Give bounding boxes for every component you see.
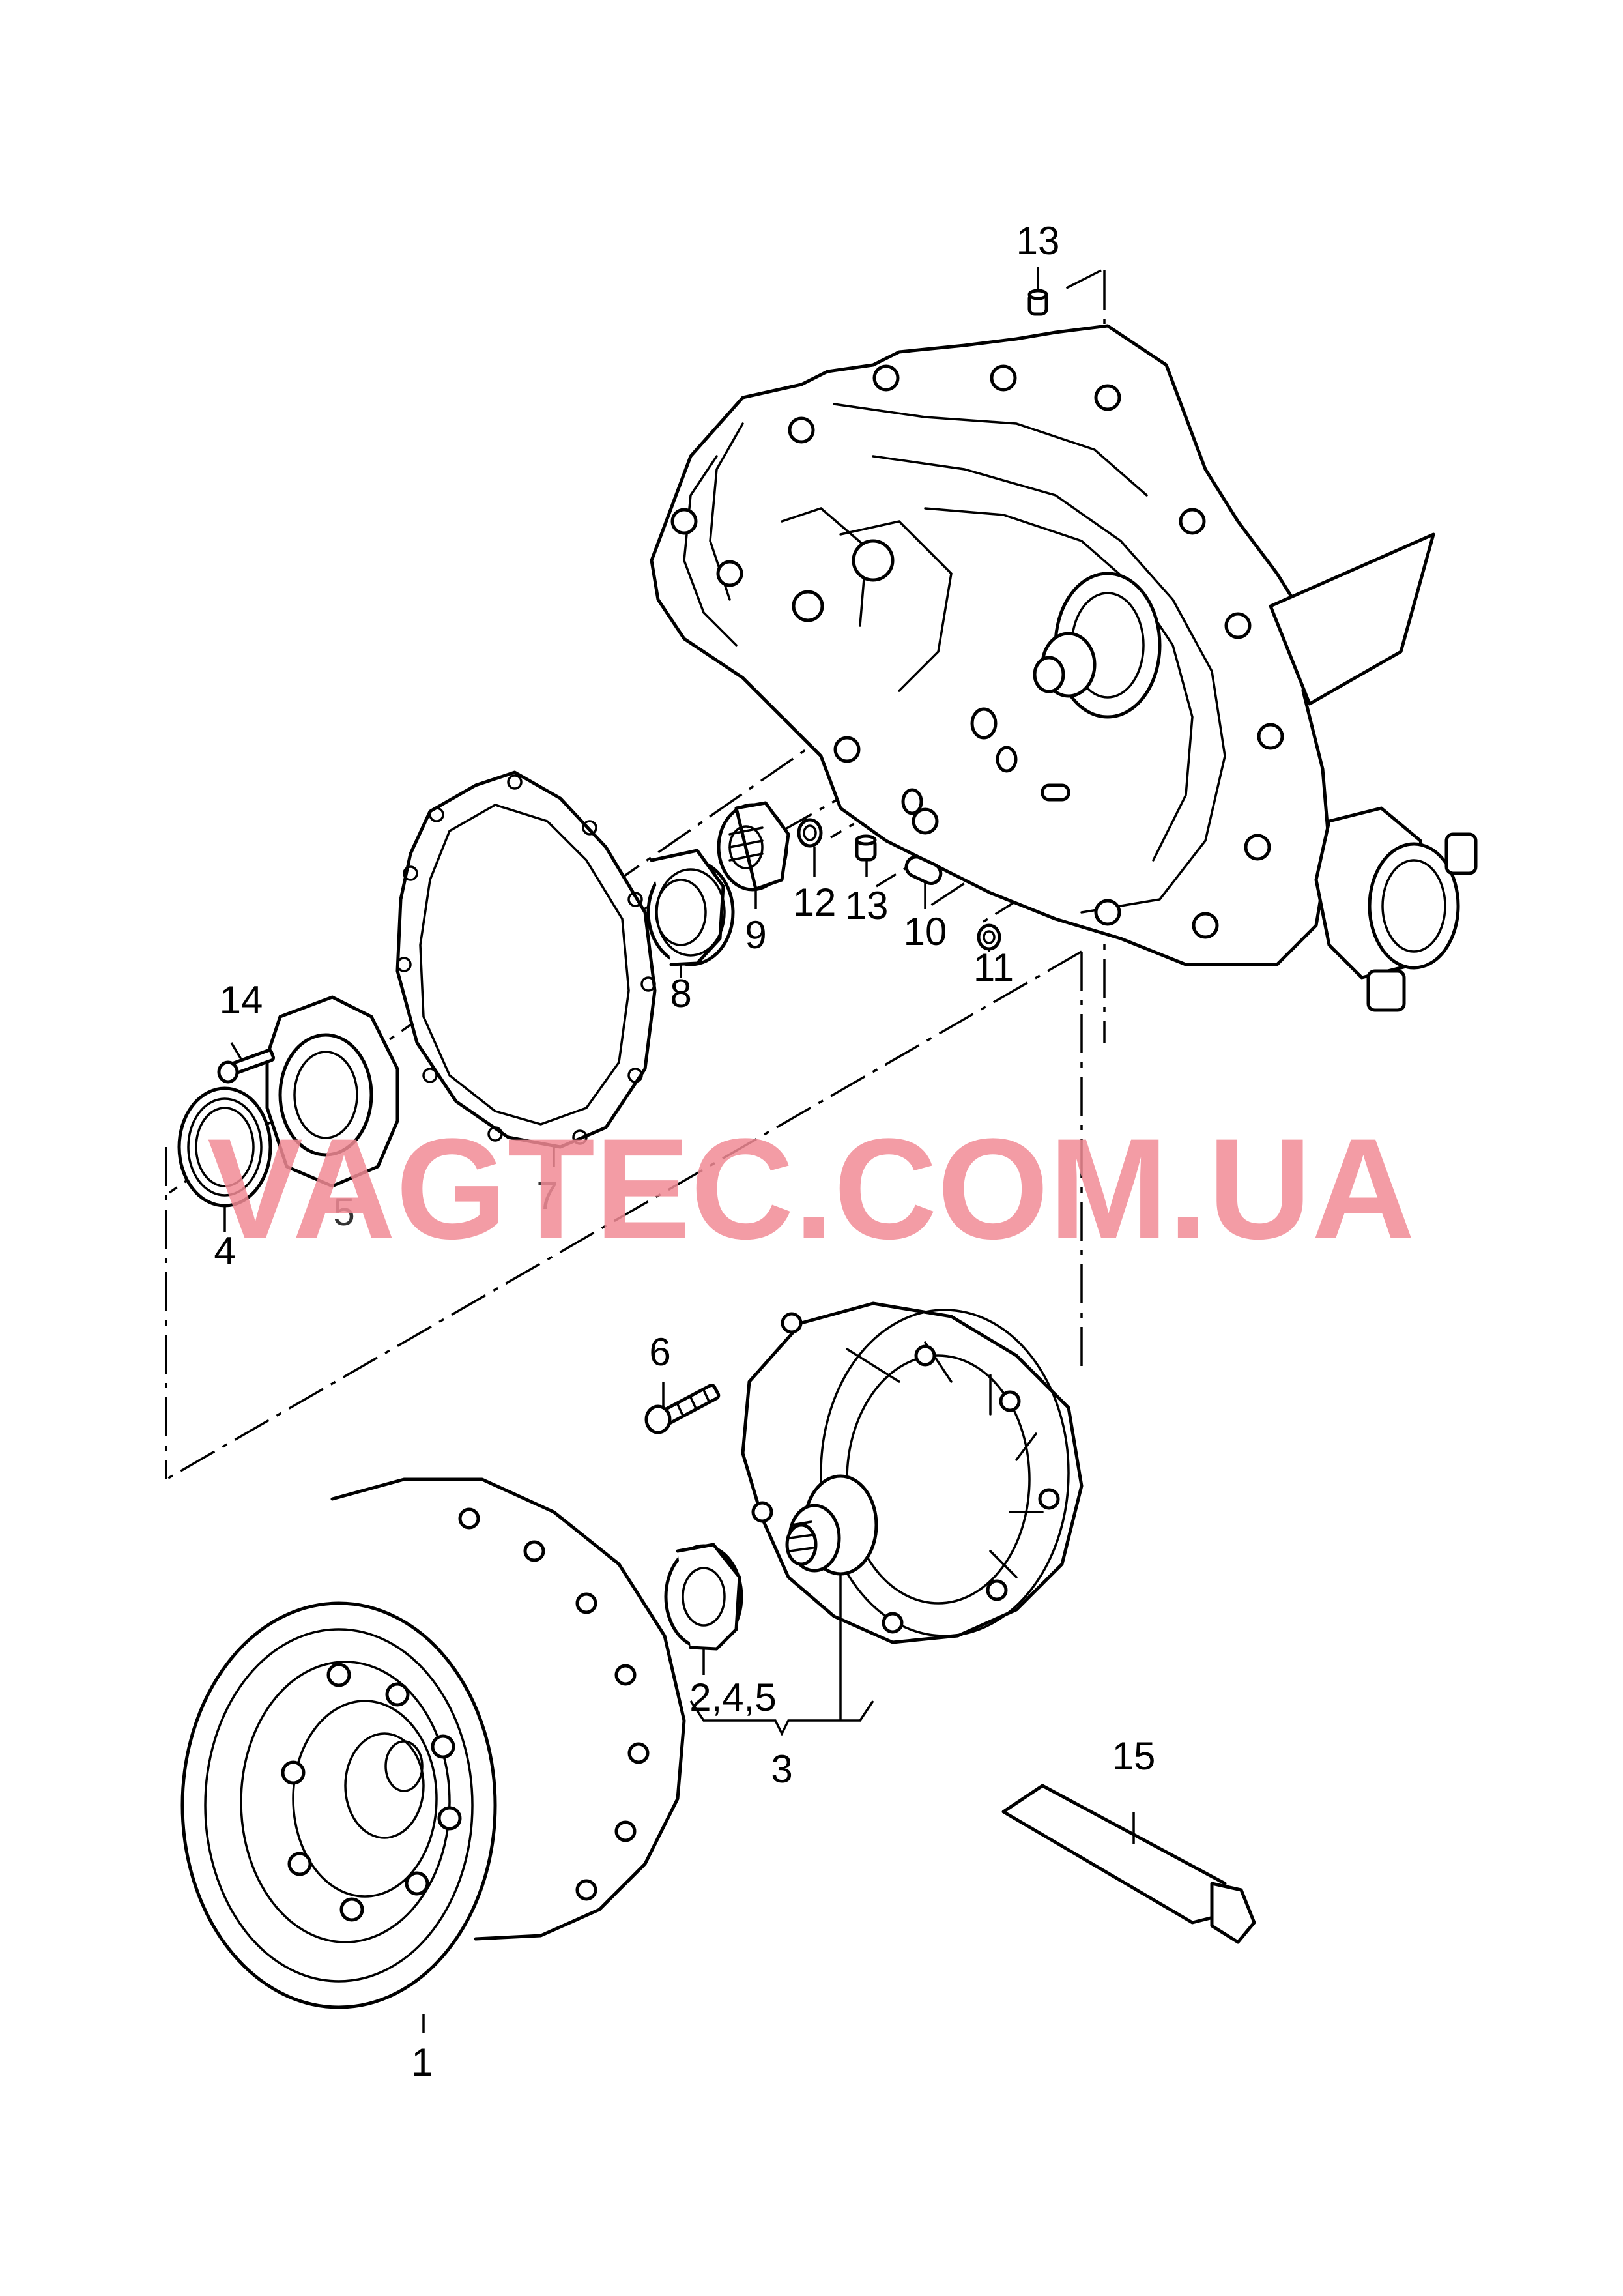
watermark-text: VAGTEC.COM.UA [207,1109,1415,1269]
leader-lines [223,267,1135,2033]
callout-8: 8 [670,972,691,1015]
callout-13-lower: 13 [845,884,889,927]
seal-ring-4 [177,1086,272,1208]
pin-13-lower [855,834,877,862]
callout-7: 7 [536,1174,558,1217]
ring-11 [977,923,1001,951]
seal-8 [646,849,735,966]
coupling-9 [717,801,790,892]
callout-14: 14 [220,978,263,1022]
screw-14 [217,1049,275,1084]
cover-5 [265,995,399,1188]
pin-13-top [1027,289,1048,316]
callout-15: 15 [1112,1734,1156,1778]
callout-12: 12 [793,880,837,924]
bolt-6 [644,1384,721,1434]
callout-1: 1 [411,2041,433,2084]
bearing-245 [664,1543,743,1651]
callout-3: 3 [771,1747,792,1791]
callout-245: 2,4,5 [689,1676,776,1719]
callout-4: 4 [214,1229,235,1273]
callout-labels: 13 12 13 10 11 9 8 7 5 4 14 6 2,4,5 3 1 … [214,219,1155,2084]
callout-9: 9 [745,913,766,957]
callout-6: 6 [649,1330,670,1374]
o-ring-12 [797,818,823,848]
callout-11: 11 [973,946,1014,989]
transmission-housing [650,324,1478,1012]
callout-5: 5 [333,1190,354,1234]
clutch-3 [741,1301,1084,1644]
flywheel-1 [180,1477,686,2009]
callout-10: 10 [904,910,947,953]
callout-13-top: 13 [1016,219,1060,263]
seal-10 [904,855,943,885]
grease-tube-15 [1001,1784,1256,1944]
gasket-7 [395,770,657,1149]
